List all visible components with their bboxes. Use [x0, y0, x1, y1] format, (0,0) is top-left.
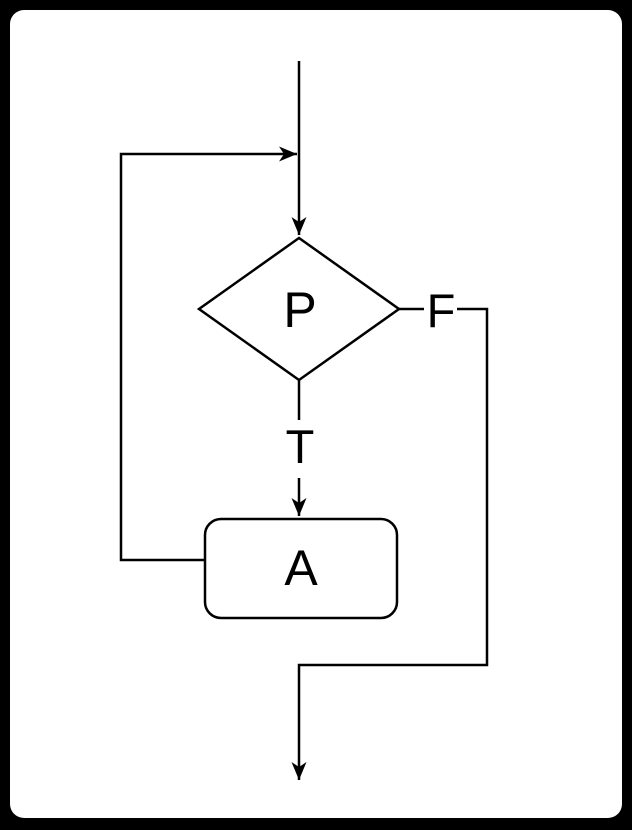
true-edge-label: T [286, 420, 315, 473]
decision-label: P [283, 282, 316, 338]
exit-arrow [291, 307, 489, 780]
canvas-background [10, 10, 622, 818]
process-label: A [284, 540, 318, 596]
loop-back-connector [119, 146, 297, 562]
process-box [203, 517, 399, 620]
false-edge-label: F [427, 284, 456, 337]
